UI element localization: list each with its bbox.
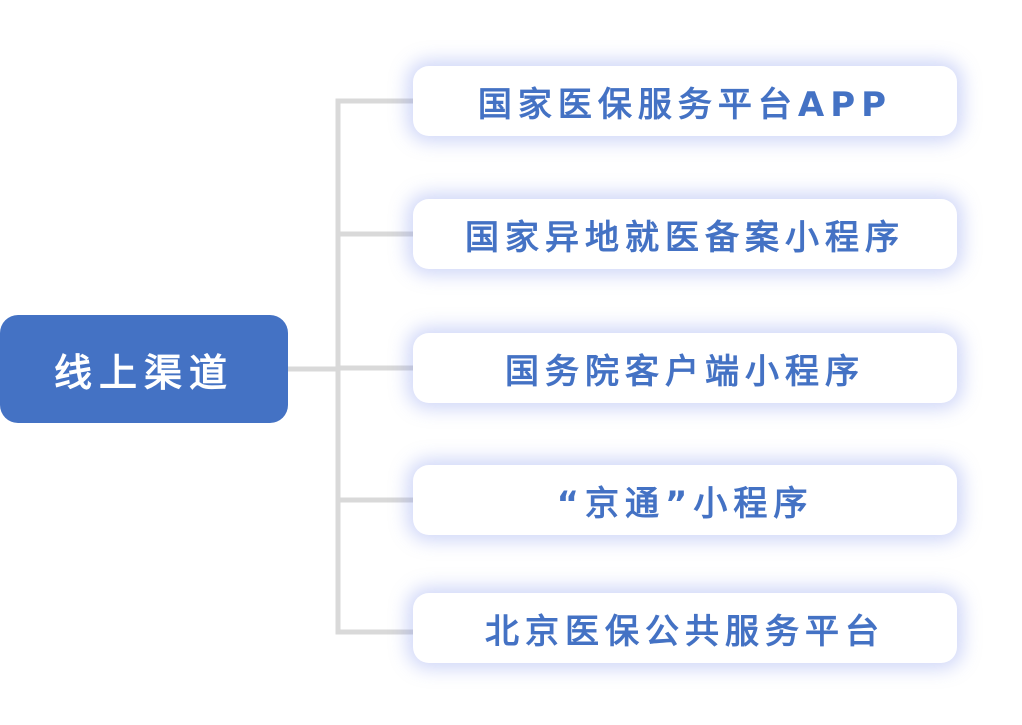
channel-node-label: 北京医保公共服务平台 bbox=[485, 611, 885, 652]
root-node: 线上渠道 bbox=[0, 315, 288, 423]
channel-node: 北京医保公共服务平台 bbox=[413, 593, 957, 663]
channel-node: 国家异地就医备案小程序 bbox=[413, 199, 957, 269]
channel-node-label: “京通”小程序 bbox=[556, 483, 814, 524]
channel-node-label: 国务院客户端小程序 bbox=[505, 351, 865, 392]
channel-node-label: 国家异地就医备案小程序 bbox=[465, 217, 905, 258]
channel-node: 国务院客户端小程序 bbox=[413, 333, 957, 403]
root-node-label: 线上渠道 bbox=[53, 350, 234, 395]
channel-node: 国家医保服务平台APP bbox=[413, 66, 957, 136]
channel-node: “京通”小程序 bbox=[413, 465, 957, 535]
channel-node-label: 国家医保服务平台APP bbox=[477, 84, 893, 125]
